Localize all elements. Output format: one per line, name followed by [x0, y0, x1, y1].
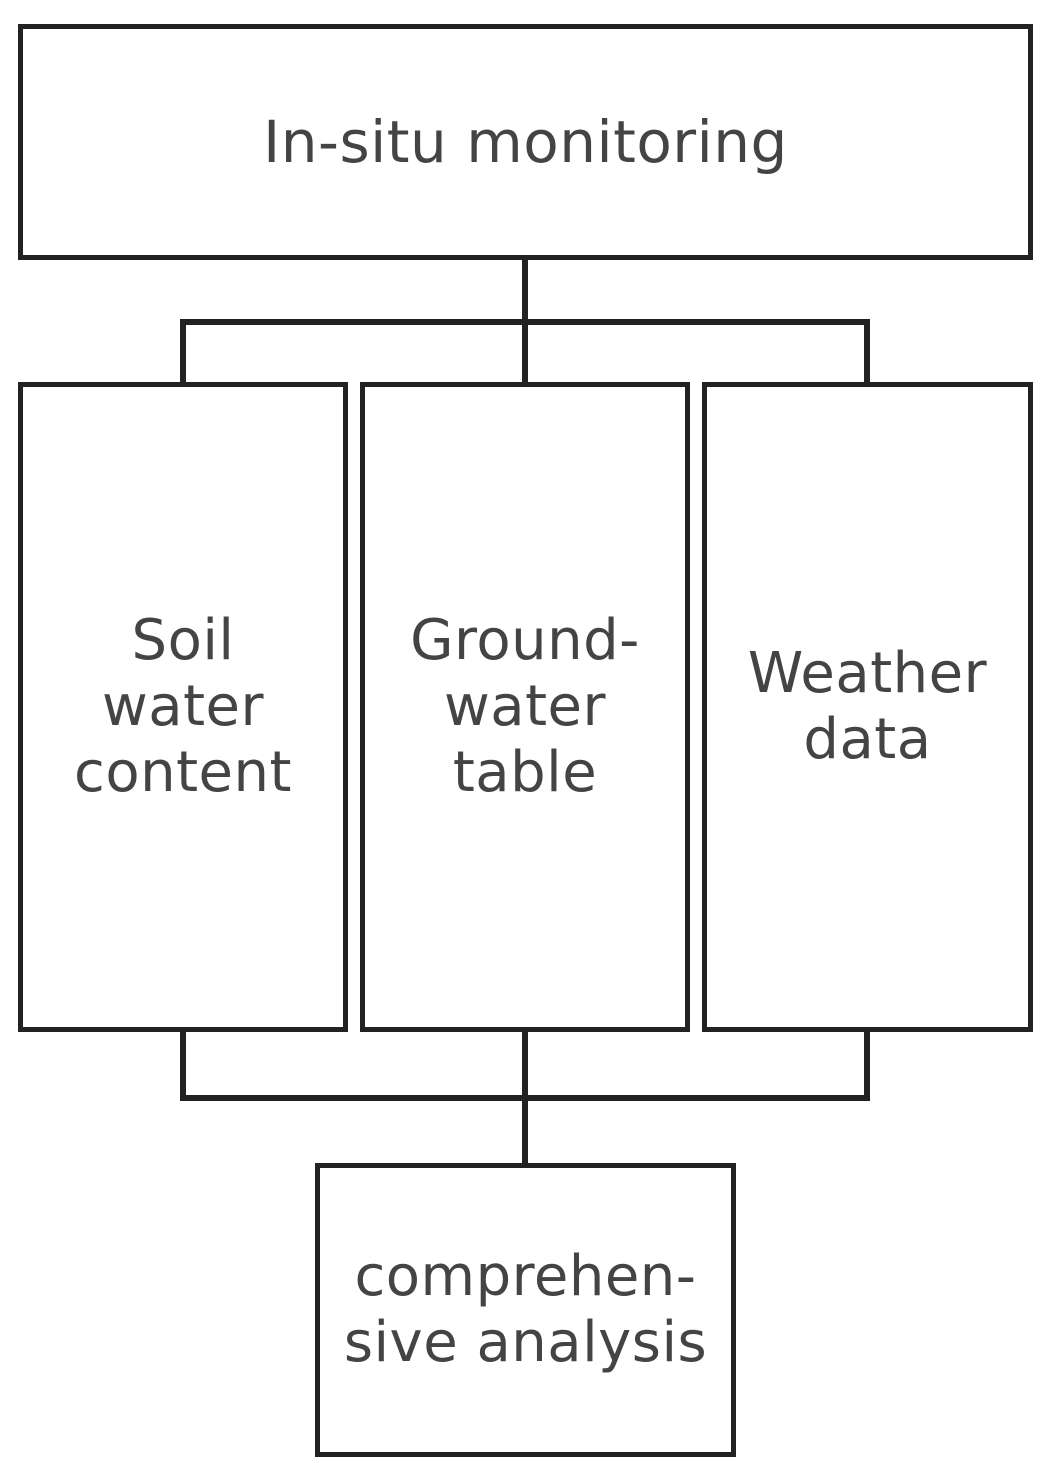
weather-data-box: Weather data: [702, 382, 1033, 1032]
comprehensive-analysis-box: comprehen- sive analysis: [315, 1163, 736, 1457]
in-situ-monitoring-box: In-situ monitoring: [18, 24, 1033, 260]
soil-water-content-box: Soil water content: [18, 382, 348, 1032]
weather-data-label: Weather data: [747, 641, 988, 772]
groundwater-table-box: Ground- water table: [360, 382, 690, 1032]
soil-water-content-label: Soil water content: [74, 608, 292, 805]
groundwater-table-label: Ground- water table: [410, 608, 640, 805]
comprehensive-analysis-label: comprehen- sive analysis: [343, 1244, 708, 1375]
in-situ-monitoring-label: In-situ monitoring: [263, 108, 788, 176]
